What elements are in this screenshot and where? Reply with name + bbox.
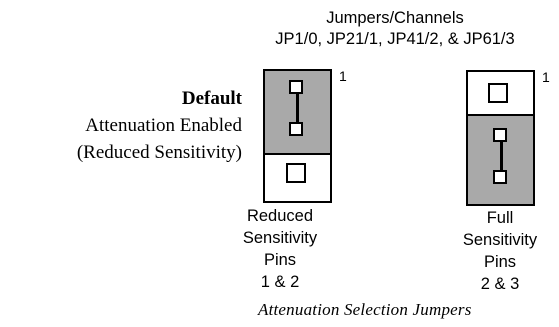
pin-1 xyxy=(289,80,303,94)
jumpers-channels-header: Jumpers/Channels JP1/0, JP21/1, JP41/2, … xyxy=(230,8,559,50)
caption-line: Sensitivity xyxy=(242,229,318,247)
header-line-1: Jumpers/Channels xyxy=(326,9,464,27)
default-label: Default Attenuation Enabled (Reduced Sen… xyxy=(77,85,242,166)
figure-caption: Attenuation Selection Jumpers xyxy=(258,300,472,319)
caption-line: Pins xyxy=(483,253,517,271)
pin-3 xyxy=(286,163,306,183)
reduced-sensitivity-label: (Reduced Sensitivity) xyxy=(76,142,242,163)
shunt-bar xyxy=(500,142,503,170)
caption-line: Full xyxy=(486,209,514,227)
caption-line: 1 & 2 xyxy=(260,273,300,291)
default-title: Default xyxy=(181,88,242,109)
caption-line: Pins xyxy=(263,251,297,269)
caption-line: Sensitivity xyxy=(462,231,538,249)
pin-3 xyxy=(493,170,507,184)
pin-1 xyxy=(488,83,508,103)
shunt-bar xyxy=(296,94,299,122)
pin-number-label: 1 xyxy=(542,69,550,85)
caption-line: Reduced xyxy=(246,207,314,225)
full-sensitivity-caption: Full Sensitivity Pins 2 & 3 xyxy=(440,207,559,295)
attenuation-enabled-label: Attenuation Enabled xyxy=(85,115,242,136)
caption-line: 2 & 3 xyxy=(480,275,520,293)
pin-2 xyxy=(493,128,507,142)
reduced-sensitivity-caption: Reduced Sensitivity Pins 1 & 2 xyxy=(228,205,332,293)
pin-2 xyxy=(289,122,303,136)
header-line-2: JP1/0, JP21/1, JP41/2, & JP61/3 xyxy=(275,30,515,48)
pin-number-label: 1 xyxy=(339,68,347,84)
